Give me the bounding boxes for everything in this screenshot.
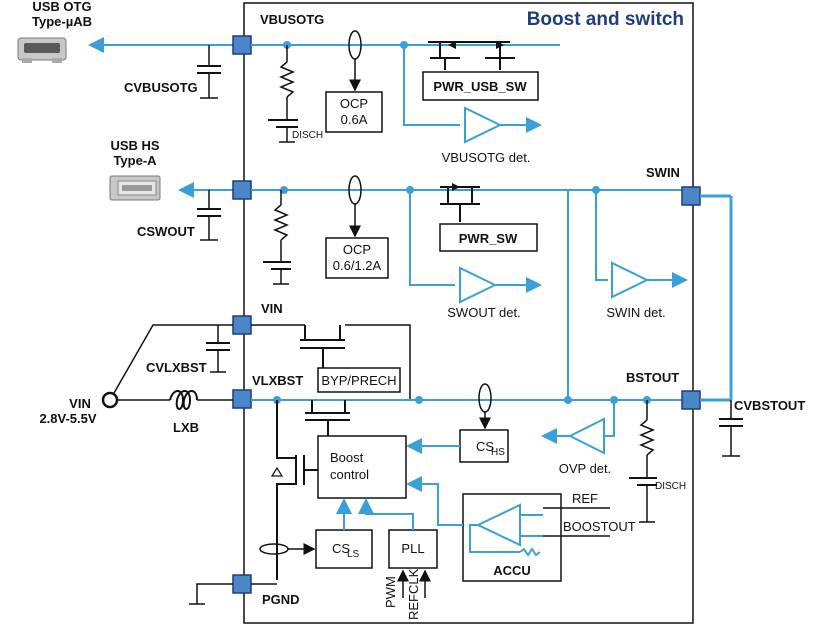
discharge-resistor-2 — [263, 190, 291, 285]
low-side-switch — [270, 400, 318, 580]
disch-label-1: DISCH — [292, 130, 323, 141]
high-side-switch — [305, 400, 350, 436]
ocp-block-1-label: OCP — [340, 96, 368, 111]
cvlxbst-capacitor — [206, 325, 230, 373]
swin-det-comparator — [611, 261, 650, 299]
lxb-inductor — [169, 390, 198, 410]
vbusotg-det-comparator — [464, 106, 503, 144]
disch-label-2: DISCH — [655, 481, 686, 492]
accu-label: ACCU — [493, 563, 531, 578]
cvbstout-label: CVBSTOUT — [734, 398, 805, 413]
diagram-title: Boost and switch — [527, 9, 684, 30]
ocp-block-2-value: 0.6/1.2A — [333, 258, 382, 273]
ocp-block-1-value: 0.6A — [341, 112, 368, 127]
ovp-det-comparator — [567, 417, 605, 455]
pin-swin-label: SWIN — [646, 165, 680, 180]
pin-pgnd-label: PGND — [262, 592, 300, 607]
boost-control-sub: control — [330, 467, 369, 482]
vin-ext-label: VIN — [69, 396, 91, 411]
ocp-block-1 — [325, 91, 383, 133]
pin-bstout-label: BSTOUT — [626, 370, 679, 385]
ref-label: REF — [572, 491, 598, 506]
discharge-resistor-1 — [268, 45, 298, 143]
usb-otg-type-label: Type-µAB — [32, 14, 92, 29]
cvbusotg-label: CVBUSOTG — [124, 80, 198, 95]
cswout-label: CSWOUT — [137, 224, 195, 239]
swout-det-label: SWOUT det. — [447, 305, 520, 320]
swin-det-label: SWIN det. — [606, 305, 665, 320]
cswout-capacitor — [197, 190, 221, 241]
cs-ls-label: CS — [332, 541, 350, 556]
boost-control-block — [317, 435, 407, 499]
ocp-block-2 — [325, 237, 389, 279]
cs-hs-block — [459, 429, 509, 463]
pwr-sw-label: PWR_SW — [459, 231, 518, 246]
byp-prech-label: BYP/PRECH — [321, 373, 396, 388]
usb-hs-type-label: Type-A — [113, 153, 157, 168]
pin-swin — [681, 186, 701, 206]
current-sense-loop-1 — [348, 30, 362, 92]
swout-det-comparator — [459, 266, 498, 304]
pin-vlxbst — [232, 389, 252, 409]
usb-otg-label: USB OTG — [32, 0, 91, 14]
chip-outline — [243, 2, 694, 624]
ovp-det-label: OVP det. — [559, 461, 612, 476]
vin-range-label: 2.8V-5.5V — [39, 411, 96, 426]
cs-ls-sub: LS — [347, 549, 360, 560]
pll-label: PLL — [401, 541, 424, 556]
vin-terminal — [101, 391, 119, 409]
pin-vin-label: VIN — [261, 301, 283, 316]
current-sense-loop-ls — [259, 543, 316, 555]
byp-prech-block — [317, 367, 401, 393]
usb-otg-connector-icon — [17, 37, 67, 63]
lxb-label: LXB — [173, 420, 199, 435]
pin-vlxbst-label: VLXBST — [252, 373, 303, 388]
ocp-block-2-label: OCP — [343, 242, 371, 257]
pin-vbusotg — [232, 35, 252, 55]
pll-block — [388, 529, 438, 569]
pin-vin — [232, 315, 252, 335]
usb-hs-label: USB HS — [110, 138, 159, 153]
current-sense-loop-hs — [478, 383, 492, 430]
cs-hs-sub: HS — [491, 447, 505, 458]
cvbstout-capacitor — [719, 400, 743, 457]
pwm-label: PWM — [383, 576, 398, 608]
pwr-sw-switch — [440, 183, 480, 222]
pin-vbusotg-label: VBUSOTG — [260, 12, 324, 27]
accu-amplifier — [475, 503, 521, 547]
pwr-sw-block — [439, 223, 538, 252]
pin-pgnd — [232, 574, 252, 594]
usb-hs-connector-icon — [109, 175, 161, 201]
byp-prech-switch — [300, 324, 411, 400]
vbusotg-det-label: VBUSOTG det. — [442, 150, 531, 165]
pin-swout — [232, 180, 252, 200]
pwr-usb-sw-switches — [428, 41, 515, 70]
refclk-label: REFCLK — [406, 568, 421, 620]
cs-hs-label: CS — [476, 439, 494, 454]
discharge-resistor-3 — [629, 400, 657, 523]
cvlxbst-label: CVLXBST — [146, 360, 207, 375]
pin-bstout — [681, 390, 701, 410]
boostout-label: BOOSTOUT — [563, 519, 636, 534]
pwr-usb-sw-block — [422, 71, 539, 101]
current-sense-loop-2 — [348, 175, 362, 238]
pwr-usb-sw-label: PWR_USB_SW — [433, 79, 527, 94]
cvbusotg-capacitor — [197, 45, 221, 99]
boost-control-label: Boost — [330, 450, 364, 465]
